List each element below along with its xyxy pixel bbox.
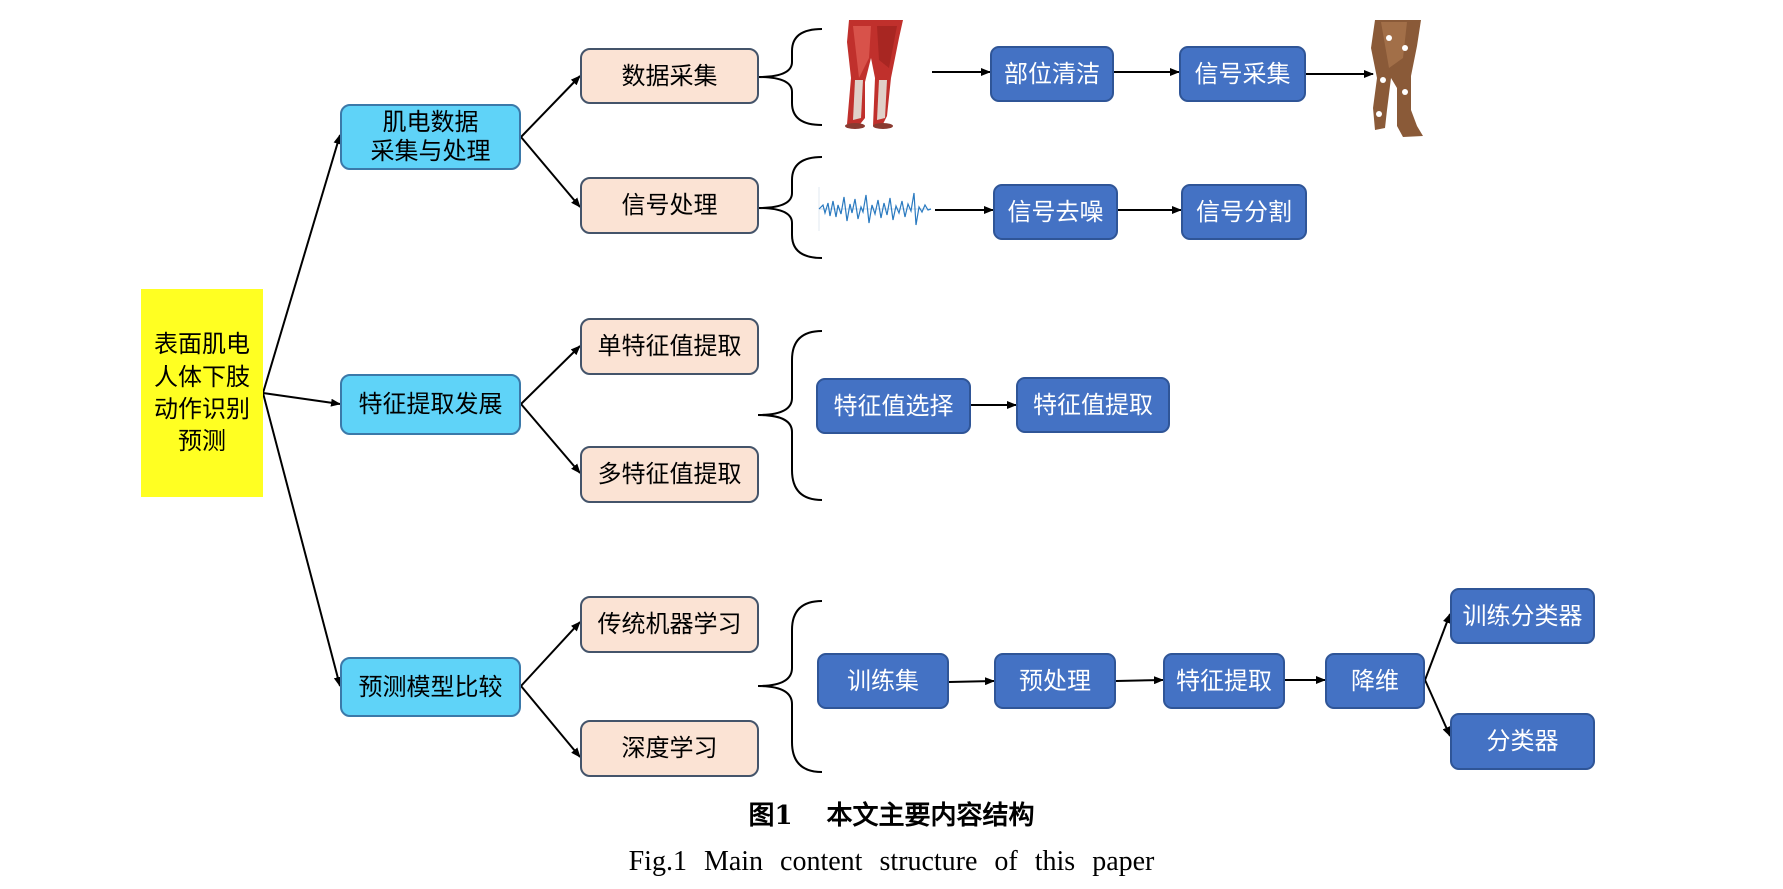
- emg-signal-waveform-image: [818, 187, 932, 231]
- signal-denoising-box: 信号去噪: [993, 184, 1118, 240]
- emg-collection-line1: 肌电数据: [382, 108, 479, 137]
- traditional-ml-box: 传统机器学习: [580, 596, 759, 653]
- arrow-root-to-model: [262, 392, 342, 687]
- arrow-to-signal-processing: [520, 136, 581, 208]
- brace-model: [757, 600, 823, 773]
- arrow-to-multi-feature: [520, 403, 581, 474]
- arrow-to-deep-learning: [520, 685, 581, 758]
- deep-learning-box: 深度学习: [580, 720, 759, 777]
- feature-value-extraction-box: 特征值提取: [1016, 377, 1170, 433]
- arrow-root-to-emg-collection: [262, 134, 342, 394]
- feature-extraction-box: 特征提取: [1163, 653, 1285, 709]
- signal-processing-box: 信号处理: [580, 177, 759, 234]
- feature-selection-box: 特征值选择: [816, 378, 971, 434]
- figure-title-cn: 本文主要内容结构: [826, 801, 1035, 831]
- signal-segmentation-box: 信号分割: [1181, 184, 1307, 240]
- root-topic-box: 表面肌电人体下肢动作识别预测: [141, 289, 263, 497]
- brace-feature: [757, 330, 823, 501]
- classifier-box: 分类器: [1450, 713, 1595, 770]
- emg-collection-line2: 采集与处理: [370, 137, 491, 165]
- brace-processing: [757, 156, 823, 259]
- arrow-to-traditional-ml: [520, 621, 581, 687]
- multi-feature-extraction-box: 多特征值提取: [580, 446, 759, 503]
- prediction-model-comparison-box: 预测模型比较: [340, 657, 521, 717]
- site-cleaning-box: 部位清洁: [990, 46, 1114, 102]
- preprocessing-box: 预处理: [994, 653, 1116, 709]
- dimension-reduction-box: 降维: [1325, 653, 1425, 709]
- arrow-dimred-to-classifier: [1424, 679, 1451, 737]
- brace-collection: [757, 28, 823, 126]
- training-set-box: 训练集: [817, 653, 949, 709]
- feature-extraction-development-box: 特征提取发展: [340, 374, 521, 435]
- arrow-preprocess-to-feature: [1115, 676, 1164, 685]
- single-feature-extraction-box: 单特征值提取: [580, 318, 759, 375]
- arrow-trainset-to-preprocess: [948, 677, 995, 686]
- leg-muscle-anatomy-image: [845, 20, 903, 129]
- figure-number-cn: 图1: [748, 801, 793, 831]
- data-collection-box: 数据采集: [580, 48, 759, 104]
- signal-acquisition-box: 信号采集: [1179, 46, 1306, 102]
- arrow-to-single-feature: [520, 345, 581, 405]
- arrow-to-data-collection: [520, 75, 581, 138]
- leg-with-electrodes-image: [1371, 20, 1423, 137]
- figure-caption-chinese: 图1 本文主要内容结构: [0, 795, 1783, 832]
- emg-collection-processing-box: 肌电数据 采集与处理: [340, 104, 521, 170]
- arrow-root-to-feature: [262, 392, 341, 407]
- figure-caption-english: Fig.1 Main content structure of this pap…: [628, 846, 1155, 877]
- train-classifier-box: 训练分类器: [1450, 588, 1595, 644]
- arrow-dimred-to-train-classifier: [1424, 613, 1451, 681]
